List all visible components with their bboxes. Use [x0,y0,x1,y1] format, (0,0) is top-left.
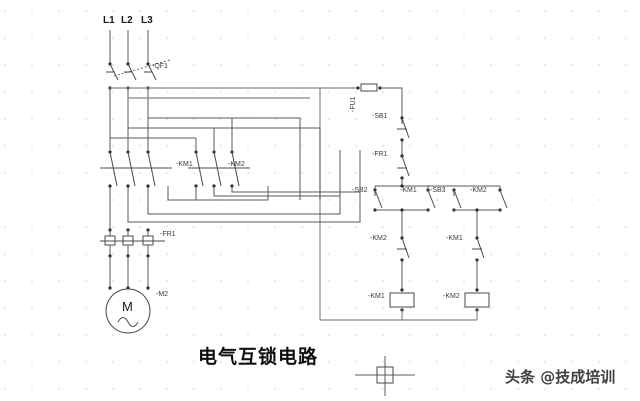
phase-rails-mid [109,88,149,150]
breaker-label: -QF1 [152,63,168,70]
origin-crosshair-icon [355,356,415,396]
holding-contact-km1[interactable]: -KM1 [400,186,436,212]
fuse-fu1[interactable]: -FU1 [320,83,403,118]
stop-button-sb1[interactable]: -SB1 [372,113,410,156]
holding-contact-km2-label: -KM2 [470,187,487,194]
coil-km1[interactable]: -KM1 [368,288,415,320]
holding-contact-km2[interactable]: -KM2 [470,186,508,212]
branch-forward: -SB2 -KM1 [352,186,436,320]
overload-relay-fr1[interactable]: -FR1 [100,228,176,258]
motor-symbol-letter: M [122,299,133,314]
stop-button-label: -SB1 [372,113,388,120]
contactor-km2-label: -KM2 [228,161,245,168]
control-feed-tap [110,87,321,320]
interlock-contact-km1-label: -KM1 [446,235,463,242]
phase-rails-top [109,30,149,64]
motor-label: -M2 [156,291,168,298]
start-button-sb3[interactable]: -SB3 [430,187,462,212]
motor-m2[interactable]: M -M2 [105,288,168,334]
holding-contact-km1-label: -KM1 [400,187,417,194]
start-button-sb3-label: -SB3 [430,187,446,194]
coil-km2[interactable]: -KM2 [443,288,490,320]
watermark-text: 头条 @技成培训 [505,368,616,386]
power-circuit-group: -QF1 [100,15,361,334]
overload-contact-label: -FR1 [372,151,388,158]
interlock-contact-km2[interactable]: -KM2 [370,235,410,290]
breaker-qf1[interactable]: -QF1 [106,59,171,90]
start-button-sb2[interactable]: -SB2 [352,187,383,212]
interlock-contact-km2-label: -KM2 [370,235,387,242]
phase-label-l2: L2 [121,15,133,26]
motor-leads [108,256,150,290]
phase-label-l1: L1 [103,15,115,26]
control-circuit-group: -FU1 -SB1 -FR1 [320,83,508,321]
contactor-km1-label: -KM1 [176,161,193,168]
phase-label-l3: L3 [141,15,153,26]
start-button-sb2-label: -SB2 [352,187,368,194]
overload-relay-label: -FR1 [160,231,176,238]
overload-contact-fr1[interactable]: -FR1 [372,151,410,186]
coil-km1-label: -KM1 [368,293,385,300]
coil-km2-label: -KM2 [443,293,460,300]
control-bus [375,184,500,188]
fuse-label: -FU1 [350,96,357,112]
contactor-km1-main[interactable]: -KM1 [100,150,193,188]
diagram-title: 电气互锁电路 [198,346,319,368]
contactor-km2-main[interactable]: -KM2 [188,118,360,200]
phase-labels: L1 L2 L3 [103,15,153,26]
branch-reverse: -SB3 -KM2 [430,186,508,320]
interlock-contact-km1[interactable]: -KM1 [446,235,485,290]
